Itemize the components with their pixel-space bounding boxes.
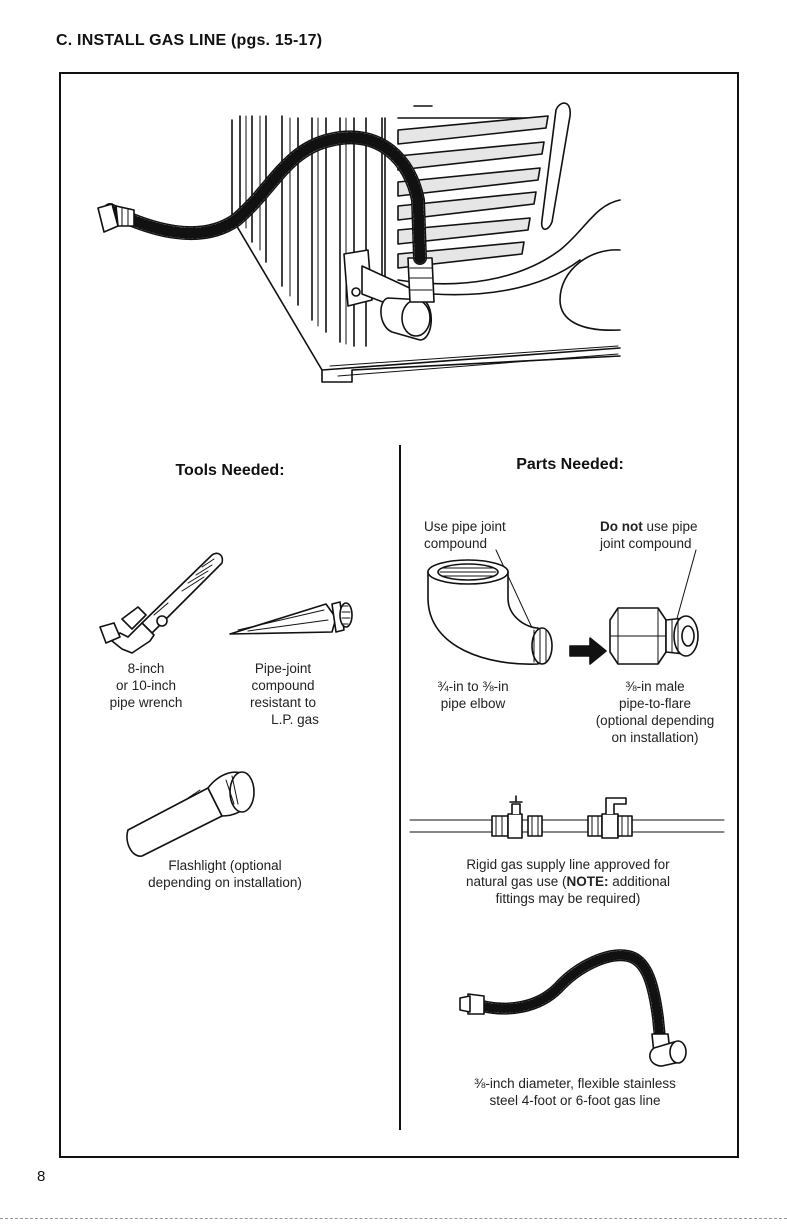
wrench-caption-line: 8-inch: [127, 661, 165, 676]
instruction-frame: [59, 72, 739, 1158]
wrench-caption-line: pipe wrench: [109, 695, 183, 710]
no-compound-bold: Do not: [600, 519, 643, 534]
elbow-caption: ¾-in to ⅜-in pipe elbow: [418, 678, 528, 712]
footer-rule: [0, 1218, 787, 1220]
flare-caption: ⅜-in male pipe-to-flare (optional depend…: [570, 678, 740, 746]
arrow-right-icon: [569, 637, 607, 665]
elbow-caption-line: ¾-in to ⅜-in: [437, 679, 509, 694]
compound-tube-icon: [229, 601, 353, 635]
compound-caption-line: Pipe-joint: [254, 661, 312, 676]
section-title: C. INSTALL GAS LINE (pgs. 15-17): [56, 32, 323, 49]
no-compound-line: Do not use pipe: [600, 518, 740, 535]
flare-caption-line: on installation): [611, 730, 699, 745]
elbow-caption-line: pipe elbow: [440, 696, 506, 711]
flashlight-caption-line: Flashlight (optional: [168, 858, 282, 873]
rigid-line-caption: Rigid gas supply line approved for natur…: [418, 856, 718, 907]
use-compound-line: compound: [424, 536, 488, 551]
pipe-wrench-icon: [99, 552, 224, 654]
flexible-gas-line-icon: [459, 949, 687, 1067]
rigid-line-line2: natural gas use (NOTE: additional: [418, 873, 718, 890]
no-compound-line2: joint compound: [600, 536, 692, 551]
flare-caption-line: (optional depending: [595, 713, 715, 728]
rigid-line-prefix: natural gas use (: [465, 874, 567, 889]
use-compound-label: Use pipe joint compound: [424, 518, 564, 552]
flare-caption-line: pipe-to-flare: [618, 696, 692, 711]
rigid-gas-line-icon: [409, 795, 725, 839]
compound-caption-line: L.P. gas: [271, 712, 319, 727]
flex-line-caption-line: steel 4-foot or 6-foot gas line: [489, 1093, 661, 1108]
compound-caption-line: compound: [251, 678, 315, 693]
compound-caption-line: resistant to: [249, 695, 317, 710]
flare-fitting-icon: [609, 549, 699, 665]
flashlight-icon: [126, 771, 255, 857]
wrench-caption-line: or 10-inch: [115, 678, 177, 693]
rigid-line-suffix: additional: [608, 874, 671, 889]
flex-line-caption-line: ⅜-inch diameter, flexible stainless: [474, 1076, 676, 1091]
no-compound-rest: use pipe: [642, 519, 698, 534]
rigid-line-line3: fittings may be required): [495, 891, 641, 906]
page-number: 8: [37, 1168, 46, 1185]
column-divider: [399, 445, 401, 1130]
rigid-line-note: NOTE:: [566, 874, 609, 889]
flare-caption-line: ⅜-in male: [625, 679, 685, 694]
use-compound-line: Use pipe joint: [424, 519, 506, 534]
tools-heading: Tools Needed:: [175, 462, 285, 479]
parts-heading: Parts Needed:: [516, 456, 624, 473]
rigid-line-line1: Rigid gas supply line approved for: [466, 857, 670, 872]
flex-line-caption: ⅜-inch diameter, flexible stainless stee…: [430, 1075, 720, 1109]
dryer-gas-connection-illustration: [97, 102, 621, 383]
pipe-elbow-icon: [427, 549, 553, 665]
flashlight-caption-line: depending on installation): [148, 875, 302, 890]
flashlight-caption: Flashlight (optional depending on instal…: [110, 857, 340, 891]
wrench-caption: 8-inch or 10-inch pipe wrench: [76, 660, 216, 711]
compound-caption: Pipe-joint compound resistant to L.P. ga…: [218, 660, 348, 728]
no-compound-label: Do not use pipe joint compound: [600, 518, 740, 552]
